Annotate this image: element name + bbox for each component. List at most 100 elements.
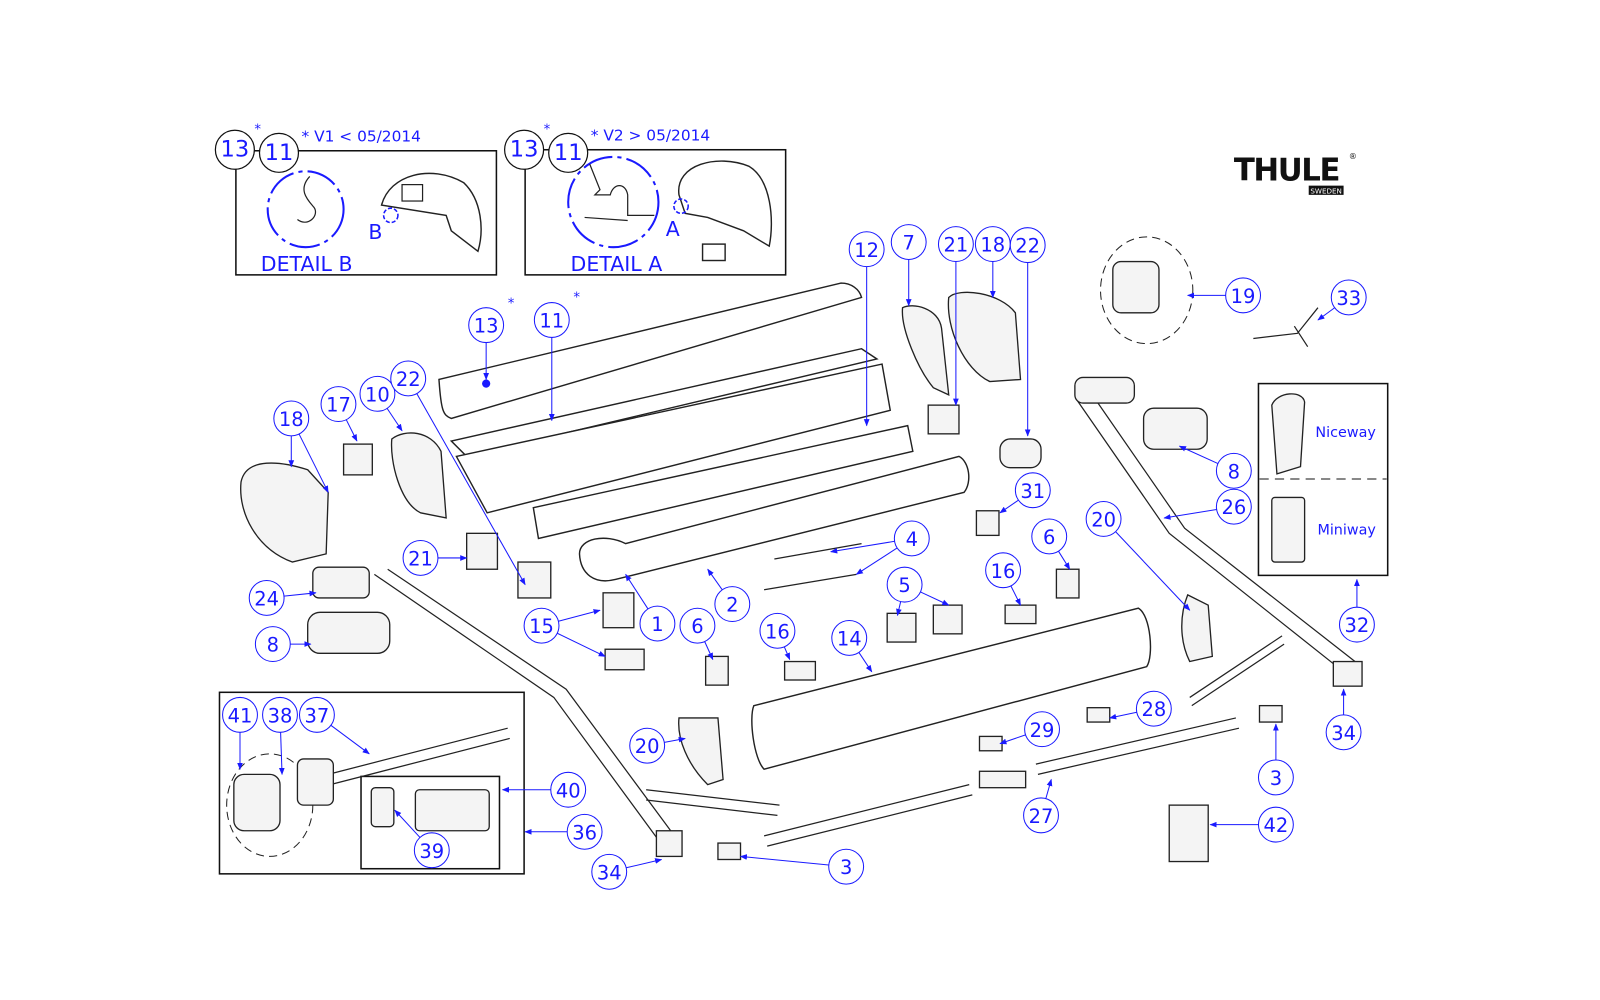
svg-text:22: 22 xyxy=(396,368,421,391)
callout-leader-line xyxy=(330,724,370,755)
svg-text:1: 1 xyxy=(651,613,663,636)
svg-text:17: 17 xyxy=(326,394,351,417)
svg-text:21: 21 xyxy=(408,547,433,570)
svg-text:3: 3 xyxy=(840,856,852,879)
callout-5: 5 xyxy=(886,566,923,603)
inset-v1-callout-13: 13 xyxy=(214,129,255,170)
svg-text:13: 13 xyxy=(474,315,499,338)
callout-34: 34 xyxy=(591,853,628,890)
callout-4: 4 xyxy=(893,520,930,557)
callout-leader-line xyxy=(1317,307,1335,321)
callout-38: 38 xyxy=(262,696,298,733)
callout-leader-line xyxy=(1178,445,1219,465)
callout-33: 33 xyxy=(1330,279,1367,316)
callout-leader-line xyxy=(920,591,950,606)
svg-text:14: 14 xyxy=(837,627,862,650)
callout-leader-line xyxy=(298,433,329,493)
svg-text:20: 20 xyxy=(635,735,660,758)
callout-17: 17 xyxy=(320,386,357,423)
callout-41: 41 xyxy=(222,696,258,733)
svg-text:24: 24 xyxy=(254,587,279,610)
motor-kit-inset xyxy=(218,691,525,875)
callout-1: 1 xyxy=(639,605,676,642)
callout-27: 27 xyxy=(1023,797,1059,834)
inset-v2-title: * V2 > 05/2014 xyxy=(591,127,710,145)
callout-16: 16 xyxy=(985,552,1022,589)
callout-leader-line xyxy=(416,393,526,586)
callout-leader-line xyxy=(626,858,663,869)
callout-leader-line xyxy=(1115,531,1191,611)
svg-text:36: 36 xyxy=(572,821,597,844)
svg-text:8: 8 xyxy=(267,634,279,657)
callout-13: 13 xyxy=(468,307,505,344)
callout-20: 20 xyxy=(629,727,666,764)
callout-leader-line xyxy=(386,408,403,432)
callout-leader-line xyxy=(783,646,791,661)
callout-24: 24 xyxy=(248,580,285,616)
svg-text:42: 42 xyxy=(1264,814,1289,837)
callout-18: 18 xyxy=(974,226,1011,263)
svg-text:*: * xyxy=(573,291,580,306)
inset-v2: 13 11 * * V2 > 05/2014 DETAIL A A xyxy=(504,122,787,276)
inset-v1: 13 11 * * V1 < 05/2014 DETAIL B B xyxy=(214,122,498,276)
callout-3: 3 xyxy=(1257,759,1294,796)
niceway-remote-icon xyxy=(1271,393,1306,475)
svg-text:4: 4 xyxy=(906,528,918,551)
inset-v1-callout-11: 11 xyxy=(258,132,300,173)
detail-b-marker: B xyxy=(368,220,382,244)
svg-text:31: 31 xyxy=(1020,480,1045,503)
callout-leader-line xyxy=(739,854,829,866)
callout-leader-line xyxy=(278,732,285,776)
svg-text:26: 26 xyxy=(1221,496,1246,519)
callout-14: 14 xyxy=(831,620,868,656)
callout-leader-line xyxy=(830,540,895,554)
svg-text:34: 34 xyxy=(597,861,622,884)
svg-text:5: 5 xyxy=(898,574,910,597)
callout-21: 21 xyxy=(937,226,974,263)
callout-34: 34 xyxy=(1325,714,1362,751)
callout-leader-line xyxy=(855,547,898,575)
callout-39: 39 xyxy=(413,832,450,869)
svg-text:SWEDEN: SWEDEN xyxy=(1310,186,1342,195)
callout-11: 11 xyxy=(533,302,570,338)
svg-text:41: 41 xyxy=(228,704,253,727)
callout-31: 31 xyxy=(1014,472,1051,509)
miniway-label: Miniway xyxy=(1317,522,1376,538)
svg-text:18: 18 xyxy=(279,408,304,431)
callout-leader-line xyxy=(625,573,649,610)
callout-8: 8 xyxy=(1215,452,1252,489)
svg-text:37: 37 xyxy=(305,704,330,727)
svg-text:*: * xyxy=(508,297,515,312)
callout-3: 3 xyxy=(828,848,865,885)
svg-text:*: * xyxy=(254,122,261,137)
callout-leader-line xyxy=(999,734,1026,745)
callout-22: 22 xyxy=(390,360,427,397)
callout-leader-line xyxy=(707,568,723,591)
callout-16: 16 xyxy=(759,612,796,649)
svg-text:6: 6 xyxy=(691,615,703,638)
inset-v2-callout-11: 11 xyxy=(548,132,589,173)
svg-text:11: 11 xyxy=(539,310,564,333)
callout-8: 8 xyxy=(254,626,291,663)
svg-text:34: 34 xyxy=(1331,722,1356,745)
detail-a-label: DETAIL A xyxy=(571,252,663,276)
svg-text:21: 21 xyxy=(944,234,969,257)
callout-leader-line xyxy=(1109,711,1137,720)
callout-leader-line xyxy=(394,809,421,838)
svg-text:32: 32 xyxy=(1345,614,1370,637)
callout-2: 2 xyxy=(714,586,751,623)
svg-text:22: 22 xyxy=(1015,235,1040,258)
svg-text:6: 6 xyxy=(1043,526,1055,549)
svg-text:27: 27 xyxy=(1029,805,1054,828)
svg-text:28: 28 xyxy=(1141,698,1166,721)
callout-leader-line xyxy=(1010,585,1021,606)
callout-22: 22 xyxy=(1009,227,1046,264)
callout-10: 10 xyxy=(359,375,396,412)
svg-text:10: 10 xyxy=(365,383,390,406)
svg-text:20: 20 xyxy=(1091,508,1116,531)
svg-text:15: 15 xyxy=(529,615,554,638)
callout-leader-line xyxy=(557,632,606,657)
remote-control-box: Niceway Miniway xyxy=(1257,382,1389,577)
svg-text:2: 2 xyxy=(726,594,738,617)
